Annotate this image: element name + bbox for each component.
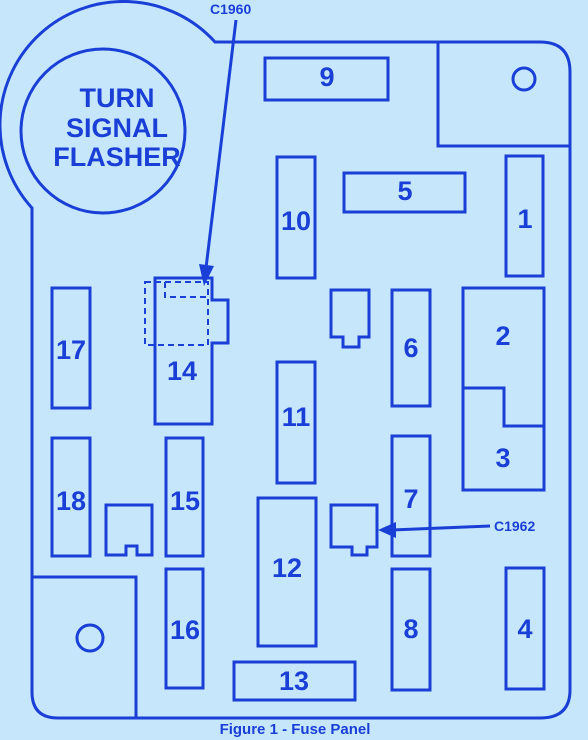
connector-c1960-notch [164,282,208,298]
bottom-left-mount-block [32,575,138,718]
fuse-9 [263,56,390,102]
connector-c1960-label: C1960 [210,1,251,17]
relay-block-divider [463,386,544,428]
fuse-12 [256,496,318,648]
fuse-5 [342,171,467,214]
connector-c1962-socket [329,503,379,557]
fuse-17 [50,286,92,410]
fuse-1 [504,154,545,278]
fuse-15 [164,436,205,558]
fuse-label-16: 16 [170,615,200,645]
c1960-pointer-line [204,19,238,269]
fuse-label-17: 17 [56,335,86,365]
c1962-pointer-arrowhead [378,522,396,538]
fuse-7 [390,434,432,558]
fuse-label-12: 12 [272,553,302,583]
fuse-label-15: 15 [170,486,200,516]
fuse-label-4: 4 [517,614,532,644]
fuse-16 [164,567,205,690]
panel-outline [0,0,572,720]
fuse-6 [390,288,432,408]
turn-signal-flasher-circle [19,47,187,215]
c1960-pointer-arrowhead [199,264,214,286]
fuse-label-13: 13 [279,666,309,696]
top-right-mount-block [436,42,570,148]
fuse-14 [153,276,230,426]
flasher-label-line1: TURN [80,83,155,113]
fuse-4 [504,566,546,691]
fuse-10 [275,155,317,280]
fuse-8 [390,567,432,692]
fuse-label-10: 10 [281,206,311,236]
bottom-left-mount-hole [75,623,105,653]
figure-caption: Figure 1 - Fuse Panel [220,721,371,738]
fuse-label-2: 2 [495,321,510,351]
fuse-label-7: 7 [403,484,418,514]
connector-c1962-label: C1962 [494,518,535,534]
fuse-label-18: 18 [56,486,86,516]
fuse-label-1: 1 [517,204,532,234]
flasher-label-line2: SIGNAL [66,113,168,143]
fuse-label-8: 8 [403,614,418,644]
top-right-mount-hole [511,66,537,92]
fuse-18 [50,436,92,558]
fuse-label-5: 5 [397,176,412,206]
fuse-label-14: 14 [167,356,197,386]
connector-socket-left [104,503,154,557]
flasher-label-line3: FLASHER [53,142,181,172]
connector-c1960-outline [144,281,209,346]
connector-socket-center [329,288,371,349]
c1962-pointer-line [391,524,491,532]
fuse-11 [275,360,317,485]
fuse-label-6: 6 [403,333,418,363]
fuse-label-11: 11 [282,402,311,432]
fuse-label-9: 9 [319,62,334,92]
fuse-label-3: 3 [495,443,510,473]
fuse-13 [232,660,357,702]
